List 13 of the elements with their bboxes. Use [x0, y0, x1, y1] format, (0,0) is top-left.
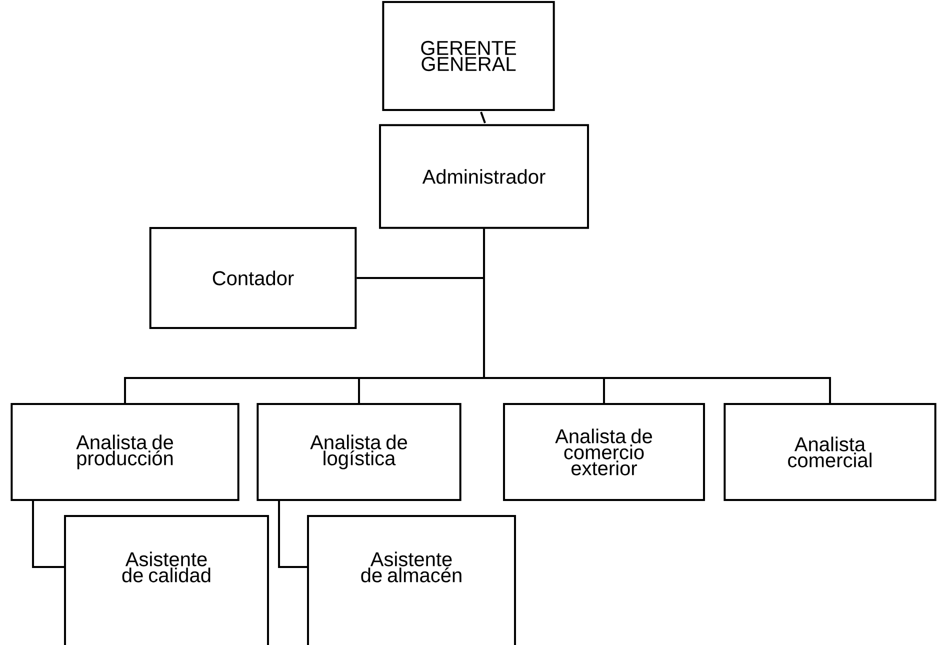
org-box: Asistente de almacén [307, 515, 516, 645]
org-box: Asistente de calidad [64, 515, 269, 645]
connector-line [32, 500, 64, 568]
org-box: Contador [149, 227, 357, 329]
org-box: GERENTE GENERAL [382, 1, 555, 111]
connector-line [483, 228, 831, 403]
org-box: Analista de producción [10, 403, 240, 501]
org-box: Analista de comercio exterior [503, 403, 705, 501]
org-box: Analista de logística [256, 403, 462, 501]
connector-line [480, 112, 486, 124]
org-box: Administrador [379, 124, 589, 229]
org-box: Analista comercial [724, 403, 936, 501]
connector-line [278, 500, 308, 568]
